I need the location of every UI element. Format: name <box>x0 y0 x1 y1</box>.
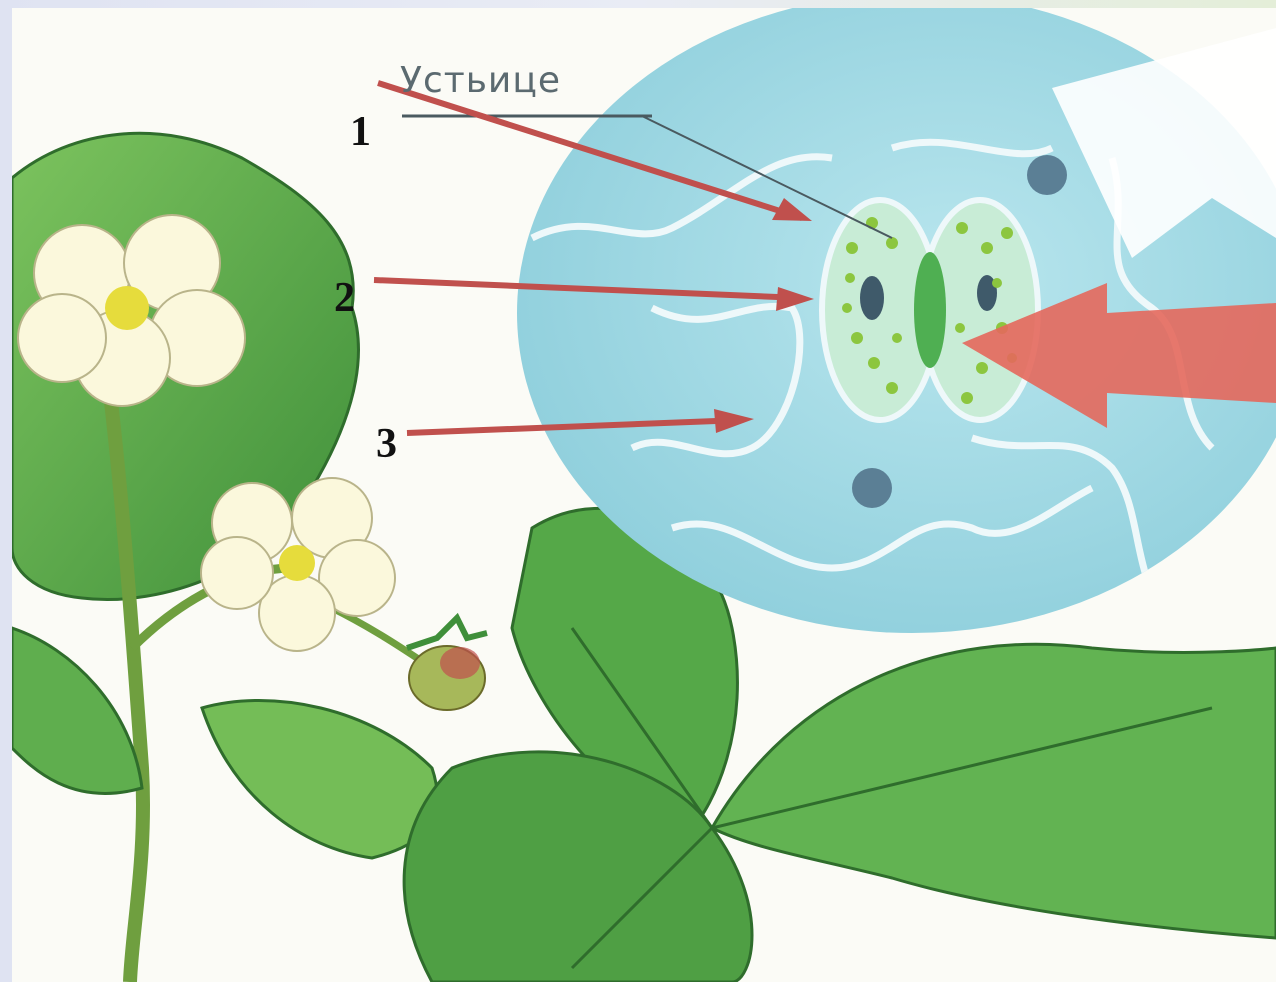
strawberry-fruit <box>407 618 487 710</box>
leaf-lobe-right <box>712 644 1276 938</box>
bottom-left-leaf <box>202 701 437 859</box>
stoma-pore <box>914 252 946 368</box>
marker-3: 3 <box>376 420 397 468</box>
marker-1: 1 <box>350 108 371 156</box>
stoma-diagram: Устьице 1 2 3 <box>12 8 1276 982</box>
illustration <box>12 8 1276 982</box>
epidermal-nucleus-top <box>1027 155 1067 195</box>
marker-2: 2 <box>334 274 355 322</box>
lower-left-leaf <box>12 628 142 793</box>
stoma-caption: Устьице <box>400 60 561 101</box>
flower-top <box>18 215 245 406</box>
epidermal-nucleus-bottom <box>852 468 892 508</box>
